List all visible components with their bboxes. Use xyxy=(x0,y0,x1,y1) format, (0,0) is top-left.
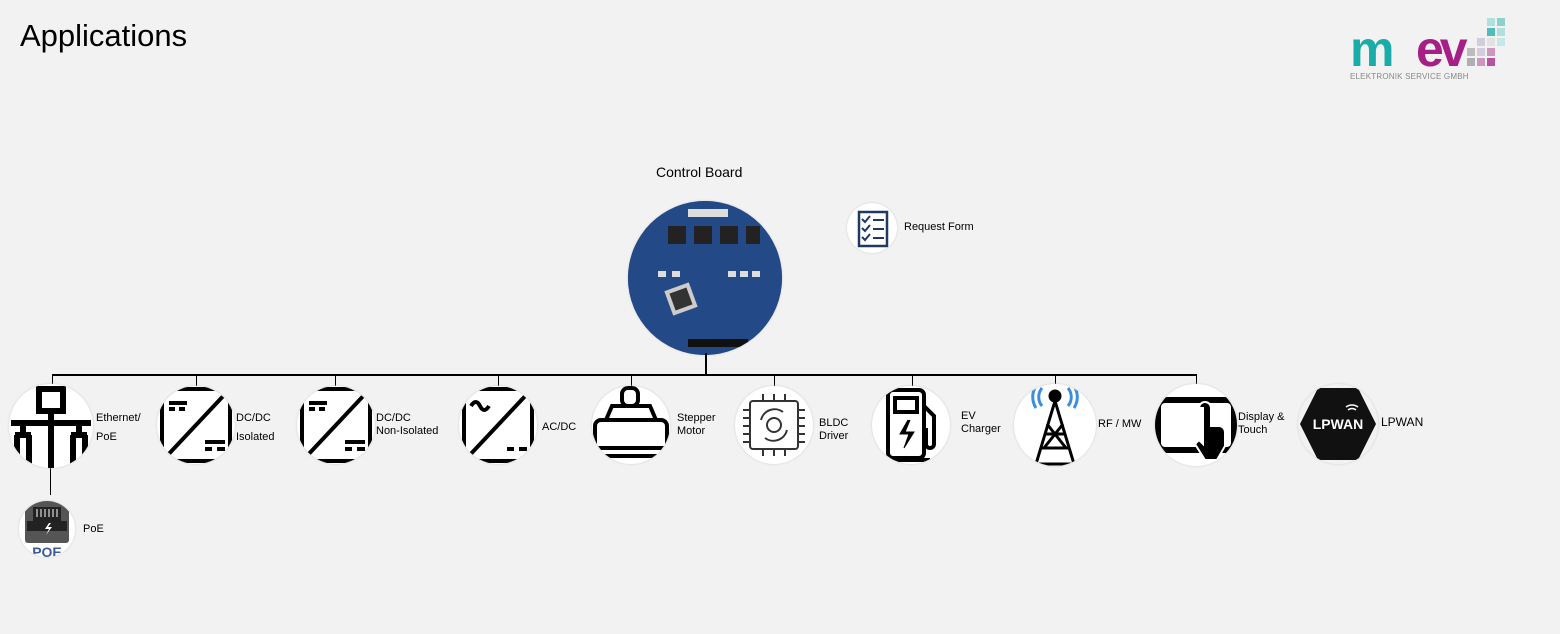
logo-subtitle: ELEKTRONIK SERVICE GMBH xyxy=(1350,72,1469,81)
connector-drop xyxy=(1196,374,1197,386)
node-poe[interactable]: POE xyxy=(19,501,75,557)
connector-drop xyxy=(912,374,913,386)
poe-label: PoE xyxy=(83,523,104,535)
node-ethernet-poe[interactable] xyxy=(9,384,93,468)
mev-logo: m ev ELEKTRONIK SERVICE GMBH xyxy=(1350,16,1515,86)
radio-tower-icon xyxy=(1031,385,1079,466)
connector-trunk xyxy=(705,353,707,375)
connector-drop xyxy=(335,374,336,386)
node-ev-charger[interactable] xyxy=(872,386,950,464)
node-label-line1: EV xyxy=(961,410,976,422)
node-label-line2: Driver xyxy=(819,430,849,442)
node-label-line2: Touch xyxy=(1238,424,1268,436)
ac-dc-converter-icon xyxy=(462,387,534,463)
request-form-button[interactable] xyxy=(847,203,897,253)
node-label-line1: DC/DC xyxy=(236,412,271,424)
control-board-image[interactable] xyxy=(628,201,782,355)
connector-drop xyxy=(52,374,53,386)
bldc-driver-icon xyxy=(743,394,805,456)
page-title: Applications xyxy=(20,18,188,53)
node-label-line1: LPWAN xyxy=(1381,415,1424,429)
connector-drop xyxy=(774,374,775,386)
stepper-motor-icon xyxy=(593,386,669,458)
poe-icon: POE xyxy=(25,501,69,557)
node-label: Ethernet/PoE xyxy=(96,409,141,447)
node-label-line1: AC/DC xyxy=(542,421,577,433)
node-rf-mw[interactable] xyxy=(1014,384,1096,466)
svg-text:LPWAN: LPWAN xyxy=(1313,416,1364,432)
node-label-line1: Display & xyxy=(1238,411,1285,423)
node-label: DC/DC Isolated xyxy=(236,409,275,447)
node-dcdc-isolated[interactable] xyxy=(157,386,235,464)
node-label-line1: RF / MW xyxy=(1098,418,1142,430)
connector-drop xyxy=(1055,374,1056,386)
node-label-line1: Stepper xyxy=(677,412,716,424)
touch-display-icon xyxy=(1155,397,1237,461)
node-label-line2: Charger xyxy=(961,423,1001,435)
dc-dc-converter-icon xyxy=(300,387,372,463)
node-ac-dc[interactable] xyxy=(459,386,537,464)
connector-sub xyxy=(50,465,51,495)
node-label-line1: BLDC xyxy=(819,417,849,429)
svg-text:ev: ev xyxy=(1416,21,1468,77)
node-label-line2: Isolated xyxy=(236,431,275,443)
checklist-icon xyxy=(857,210,889,248)
node-label-line2: PoE xyxy=(96,431,117,443)
node-label: AC/DC xyxy=(542,418,576,437)
node-label: Display &Touch xyxy=(1238,411,1284,437)
node-label-line1: DC/DC xyxy=(376,412,411,424)
ethernet-network-icon xyxy=(11,386,91,468)
request-form-label[interactable]: Request Form xyxy=(904,221,974,233)
node-display-touch[interactable] xyxy=(1155,384,1237,466)
ev-charger-icon xyxy=(882,388,936,462)
connector-drop xyxy=(498,374,499,386)
node-dcdc-non-isolated[interactable] xyxy=(297,386,375,464)
node-lpwan[interactable]: LPWAN xyxy=(1298,384,1378,464)
connector-bus xyxy=(52,374,1197,376)
control-board-label: Control Board xyxy=(656,164,743,180)
node-label-line2: Non-Isolated xyxy=(376,425,439,437)
connector-drop xyxy=(631,374,632,386)
lpwan-icon: LPWAN xyxy=(1300,388,1376,460)
node-stepper-motor[interactable] xyxy=(592,386,670,464)
node-label: LPWAN xyxy=(1381,413,1423,432)
node-label-line1: Ethernet/ xyxy=(96,412,141,424)
node-bldc-driver[interactable] xyxy=(735,386,813,464)
node-label-line2: Motor xyxy=(677,425,706,437)
node-label: RF / MW xyxy=(1098,415,1141,434)
svg-text:m: m xyxy=(1350,21,1392,77)
connector-drop xyxy=(196,374,197,386)
dc-dc-converter-icon xyxy=(160,387,232,463)
svg-text:POE: POE xyxy=(32,544,62,557)
